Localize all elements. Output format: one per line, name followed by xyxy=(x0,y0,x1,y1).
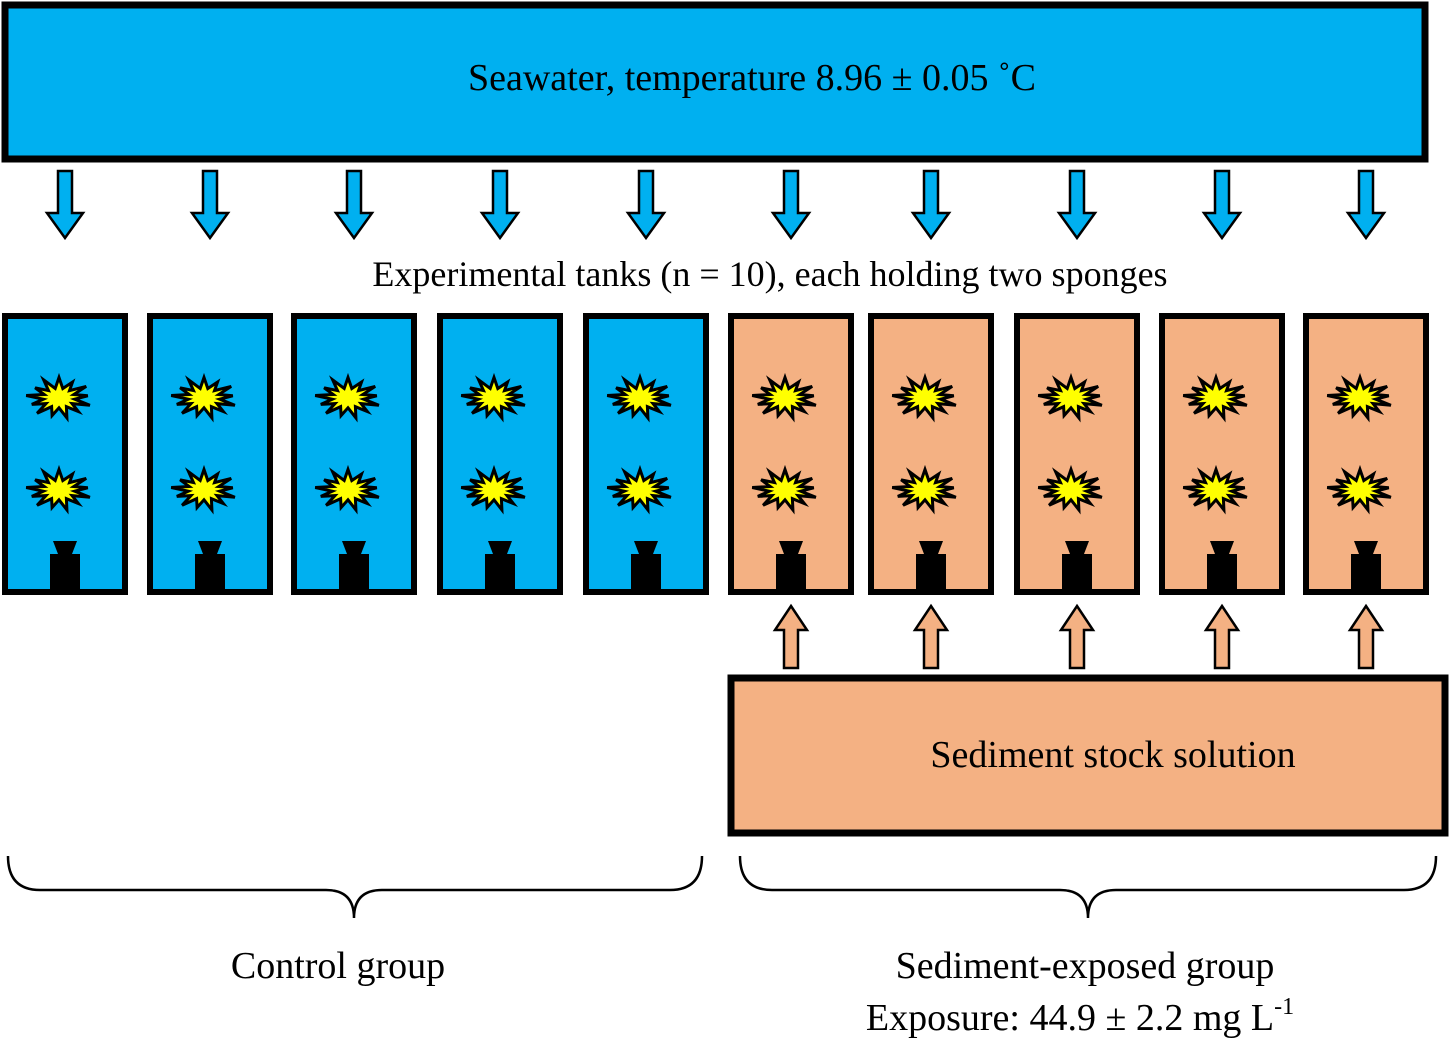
experimental-tanks xyxy=(2,313,1429,595)
pump-base-icon xyxy=(1351,554,1381,590)
pump-base-icon xyxy=(631,554,661,590)
down-arrow-icon xyxy=(1345,169,1387,241)
tanks-label: Experimental tanks (n = 10), each holdin… xyxy=(372,254,1167,294)
tank-body xyxy=(437,313,563,595)
control-tank xyxy=(437,313,563,595)
exposed-tank xyxy=(1159,313,1285,595)
pump-base-icon xyxy=(50,554,80,590)
sponge-icon xyxy=(1037,464,1103,515)
sponge-icon xyxy=(751,372,817,423)
down-arrow-icon xyxy=(189,169,231,241)
tank-body xyxy=(868,313,994,595)
up-arrow-icon xyxy=(1058,603,1096,670)
sponge-icon xyxy=(1037,372,1103,423)
seawater-reservoir: Seawater, temperature 8.96 ± 0.05 ˚C xyxy=(1,1,1429,163)
down-arrow-icon xyxy=(1056,169,1098,241)
sponge-icon xyxy=(1326,464,1392,515)
control-tank xyxy=(583,313,709,595)
sponge-icon xyxy=(25,372,91,423)
exposure-value-label: Exposure: 44.9 ± 2.2 mg L-1 xyxy=(866,994,1294,1039)
pump-base-icon xyxy=(339,554,369,590)
control-tank xyxy=(291,313,417,595)
pump-head-icon xyxy=(1065,541,1089,554)
sponge-icon xyxy=(25,464,91,515)
sponge-icon xyxy=(891,464,957,515)
sponge-icon xyxy=(314,464,380,515)
down-arrow-icon xyxy=(910,169,952,241)
pump-head-icon xyxy=(53,541,77,554)
pump-head-icon xyxy=(919,541,943,554)
pump-head-icon xyxy=(779,541,803,554)
exposed-tank xyxy=(868,313,994,595)
pump-base-icon xyxy=(916,554,946,590)
sponge-icon xyxy=(460,464,526,515)
sponge-icon xyxy=(606,464,672,515)
control-group-brace xyxy=(6,855,704,919)
down-arrow-icon xyxy=(625,169,667,241)
up-arrow-icon xyxy=(912,603,950,670)
sponge-icon xyxy=(1326,372,1392,423)
control-tank xyxy=(2,313,128,595)
sponge-icon xyxy=(606,372,672,423)
sponge-icon xyxy=(460,372,526,423)
sediment-inflow-arrows xyxy=(772,603,1385,670)
pump-head-icon xyxy=(1210,541,1234,554)
pump-base-icon xyxy=(1207,554,1237,590)
sponge-icon xyxy=(751,464,817,515)
exposed-tank xyxy=(1014,313,1140,595)
exposed-group-label: Sediment-exposed group xyxy=(896,945,1275,987)
pump-head-icon xyxy=(488,541,512,554)
down-arrow-icon xyxy=(770,169,812,241)
exposure-value-text: Exposure: 44.9 ± 2.2 mg L xyxy=(866,997,1274,1039)
sediment-stock-box xyxy=(727,674,1449,837)
sediment-stock: Sediment stock solution xyxy=(727,674,1449,837)
pump-head-icon xyxy=(634,541,658,554)
exposure-unit-superscript: -1 xyxy=(1274,994,1294,1020)
seawater-box xyxy=(1,1,1429,163)
pump-base-icon xyxy=(485,554,515,590)
seawater-label: Seawater, temperature 8.96 ± 0.05 ˚C xyxy=(468,57,1036,99)
exposed-group-brace xyxy=(738,855,1438,919)
exposed-tank xyxy=(728,313,854,595)
pump-base-icon xyxy=(1062,554,1092,590)
exposed-tank xyxy=(1303,313,1429,595)
down-arrow-icon xyxy=(44,169,86,241)
sponge-icon xyxy=(1182,372,1248,423)
sponge-icon xyxy=(314,372,380,423)
up-arrow-icon xyxy=(1203,603,1241,670)
sponge-icon xyxy=(170,464,236,515)
pump-head-icon xyxy=(1354,541,1378,554)
pump-head-icon xyxy=(342,541,366,554)
sponge-icon xyxy=(170,372,236,423)
pump-base-icon xyxy=(195,554,225,590)
sponge-icon xyxy=(1182,464,1248,515)
up-arrow-icon xyxy=(1347,603,1385,670)
up-arrow-icon xyxy=(772,603,810,670)
sponge-icon xyxy=(891,372,957,423)
pump-base-icon xyxy=(776,554,806,590)
sediment-stock-label: Sediment stock solution xyxy=(930,734,1295,776)
pump-head-icon xyxy=(198,541,222,554)
down-arrow-icon xyxy=(1201,169,1243,241)
down-arrow-icon xyxy=(479,169,521,241)
control-tank xyxy=(147,313,273,595)
seawater-inflow-arrows xyxy=(44,169,1387,241)
control-group-label: Control group xyxy=(231,945,445,987)
down-arrow-icon xyxy=(333,169,375,241)
